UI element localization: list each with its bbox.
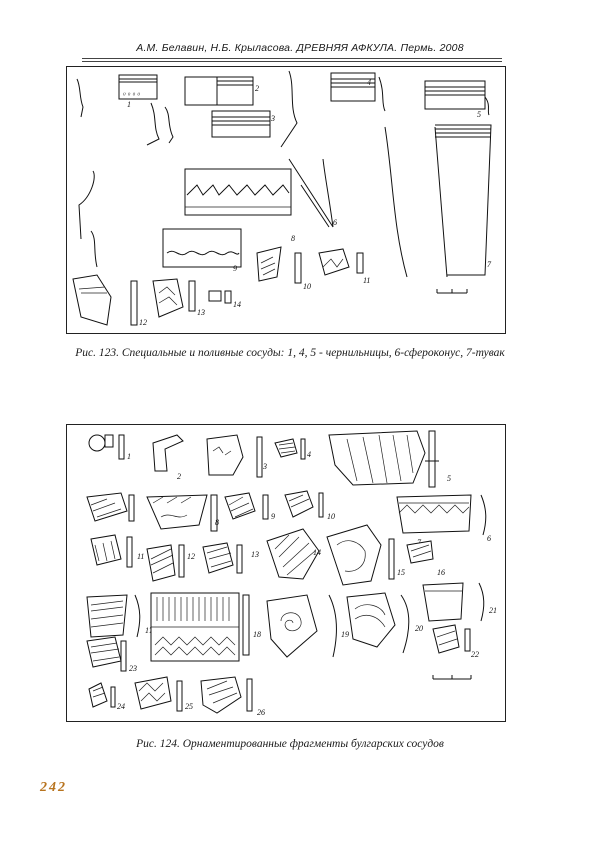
- fig123-label-11: 11: [363, 276, 370, 285]
- fig124-label-19: 19: [341, 630, 349, 639]
- fig123-label-12: 12: [139, 318, 147, 327]
- figure-124-caption: Рис. 124. Орнаментированные фрагменты бу…: [136, 738, 444, 750]
- fig123-label-6: 6: [333, 218, 337, 227]
- fig123-label-10: 10: [303, 282, 311, 291]
- fig124-label-23: 23: [129, 664, 137, 673]
- fig124-label-10: 10: [327, 512, 335, 521]
- fig124-label-1: 1: [127, 452, 131, 461]
- fig124-label-26: 26: [257, 708, 265, 717]
- fig124-label-5: 5: [447, 474, 451, 483]
- figure-123-drawing: ₀ ₀ ₀ ₀ 2 3 4 5 1 6 7: [72, 70, 492, 327]
- fig123-label-7: 7: [487, 260, 492, 269]
- figure-124-plate: 1 2 3 4 5 8 9 10 6 7: [66, 424, 506, 722]
- fig124-label-14: 14: [313, 548, 321, 557]
- fig124-label-2: 2: [177, 472, 181, 481]
- fig123-label-8: 8: [291, 234, 295, 243]
- fig124-label-18: 18: [253, 630, 261, 639]
- fig124-label-21: 21: [489, 606, 497, 615]
- fig124-label-11: 11: [137, 552, 144, 561]
- fig124-label-6: 6: [487, 534, 491, 543]
- figure-124-drawing: 1 2 3 4 5 8 9 10 6 7: [86, 430, 497, 717]
- fig124-label-13: 13: [251, 550, 259, 559]
- fig124-label-16: 16: [437, 568, 445, 577]
- figure-123-caption: Рис. 123. Специальные и поливные сосуды:…: [75, 347, 505, 359]
- fig124-label-12: 12: [187, 552, 195, 561]
- fig123-label-2: 2: [255, 84, 259, 93]
- fig124-label-9: 9: [271, 512, 275, 521]
- page-number: 242: [40, 780, 67, 795]
- fig124-label-15: 15: [397, 568, 405, 577]
- running-title: А.М. Белавин, Н.Б. Крыласова. ДРЕВНЯЯ АФ…: [136, 42, 464, 54]
- fig123-label-14: 14: [233, 300, 241, 309]
- fig124-label-17: 17: [145, 626, 154, 635]
- fig123-label-4: 4: [367, 78, 371, 87]
- fig124-label-24: 24: [117, 702, 125, 711]
- fig124-label-3: 3: [262, 462, 267, 471]
- fig124-label-4: 4: [307, 450, 311, 459]
- header-rule-top: [82, 58, 502, 59]
- fig123-label-9: 9: [233, 264, 237, 273]
- svg-text:₀ ₀ ₀ ₀: ₀ ₀ ₀ ₀: [123, 87, 140, 96]
- fig123-label-5: 5: [477, 110, 481, 119]
- fig124-label-20: 20: [415, 624, 423, 633]
- fig123-label-13: 13: [197, 308, 205, 317]
- figure-123-plate: ₀ ₀ ₀ ₀ 2 3 4 5 1 6 7: [66, 66, 506, 334]
- fig124-label-8: 8: [215, 518, 219, 527]
- fig123-label-3: 3: [270, 114, 275, 123]
- header-rule-bottom: [82, 61, 502, 62]
- fig124-label-25: 25: [185, 702, 193, 711]
- fig123-label-1: 1: [127, 100, 131, 109]
- fig124-label-22: 22: [471, 650, 479, 659]
